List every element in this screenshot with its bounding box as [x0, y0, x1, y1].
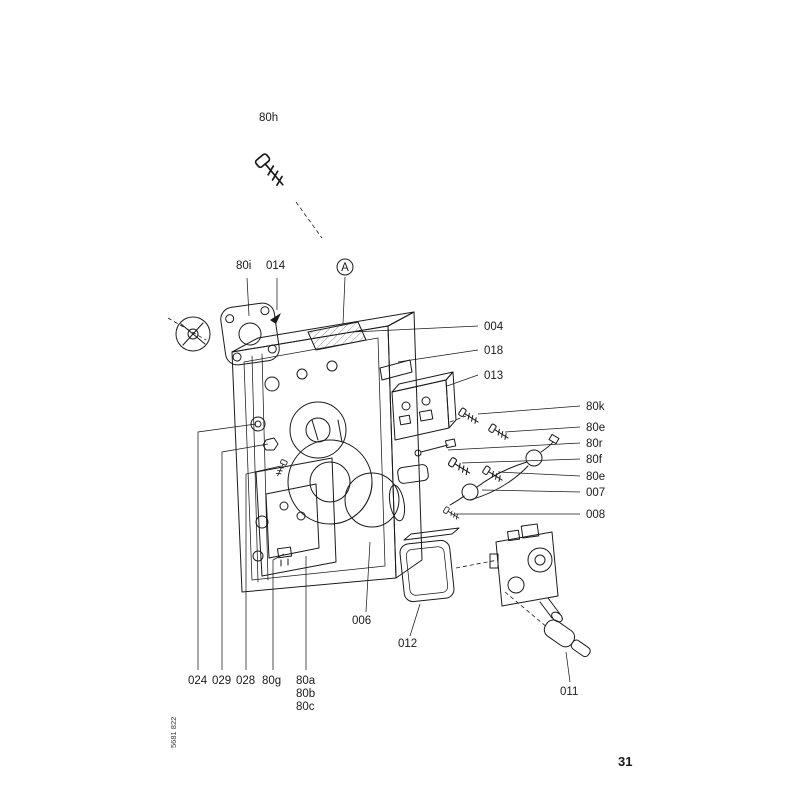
- fasteners-right: [414, 407, 511, 522]
- label-007: 007: [586, 487, 605, 499]
- label-80b: 80b: [296, 688, 315, 700]
- clamp-014: [270, 313, 281, 324]
- part-labels: 80h 80i 014 004 018 013 80k 80e 80r 80f …: [188, 112, 605, 713]
- label-80i: 80i: [236, 260, 251, 272]
- pressure-bracket-assembly: [250, 416, 337, 577]
- label-80a: 80a: [296, 675, 316, 687]
- nut-029: [262, 437, 279, 451]
- label-80e-1: 80e: [586, 422, 605, 434]
- label-80f: 80f: [586, 454, 603, 466]
- page-number: 31: [618, 754, 632, 769]
- label-028: 028: [236, 675, 255, 687]
- callout-a-letter: A: [341, 262, 349, 274]
- gas-valve-assembly: [489, 523, 563, 623]
- screw-80e-1: [487, 423, 511, 442]
- label-80r: 80r: [586, 438, 603, 450]
- control-box-013: [391, 371, 457, 441]
- callout-a: A: [336, 258, 354, 276]
- fitting-024: [250, 416, 266, 432]
- label-plate-004: [307, 321, 367, 351]
- screw-80f: [447, 456, 473, 478]
- label-014: 014: [266, 260, 286, 272]
- label-004: 004: [484, 321, 504, 333]
- connector-80g: [277, 546, 293, 559]
- label-80k: 80k: [586, 401, 605, 413]
- bracket-018: [379, 359, 413, 381]
- control-unit-012: [399, 527, 460, 603]
- label-006: 006: [352, 615, 371, 627]
- label-80c: 80c: [296, 701, 315, 713]
- cylinder-011: [543, 619, 591, 658]
- burner-housing: [231, 311, 423, 593]
- screw-80h: [253, 152, 289, 190]
- screw-80k: [457, 407, 481, 426]
- label-012: 012: [398, 638, 417, 650]
- label-018: 018: [484, 345, 503, 357]
- assembly-axes: [167, 201, 549, 629]
- sensor-80r: [414, 438, 457, 457]
- blower-assembly: [287, 419, 429, 528]
- label-80g: 80g: [262, 675, 281, 687]
- label-011: 011: [560, 686, 578, 698]
- label-029: 029: [212, 675, 231, 687]
- screw-008: [442, 506, 461, 522]
- flange-assembly: [175, 302, 281, 366]
- label-024: 024: [188, 675, 208, 687]
- label-013: 013: [484, 370, 503, 382]
- label-80h: 80h: [259, 112, 278, 124]
- label-008: 008: [586, 509, 605, 521]
- document-code: 5681 822: [169, 717, 178, 748]
- leader-lines: [197, 276, 581, 683]
- label-80e-2: 80e: [586, 471, 605, 483]
- ignition-cables-007: [449, 433, 560, 506]
